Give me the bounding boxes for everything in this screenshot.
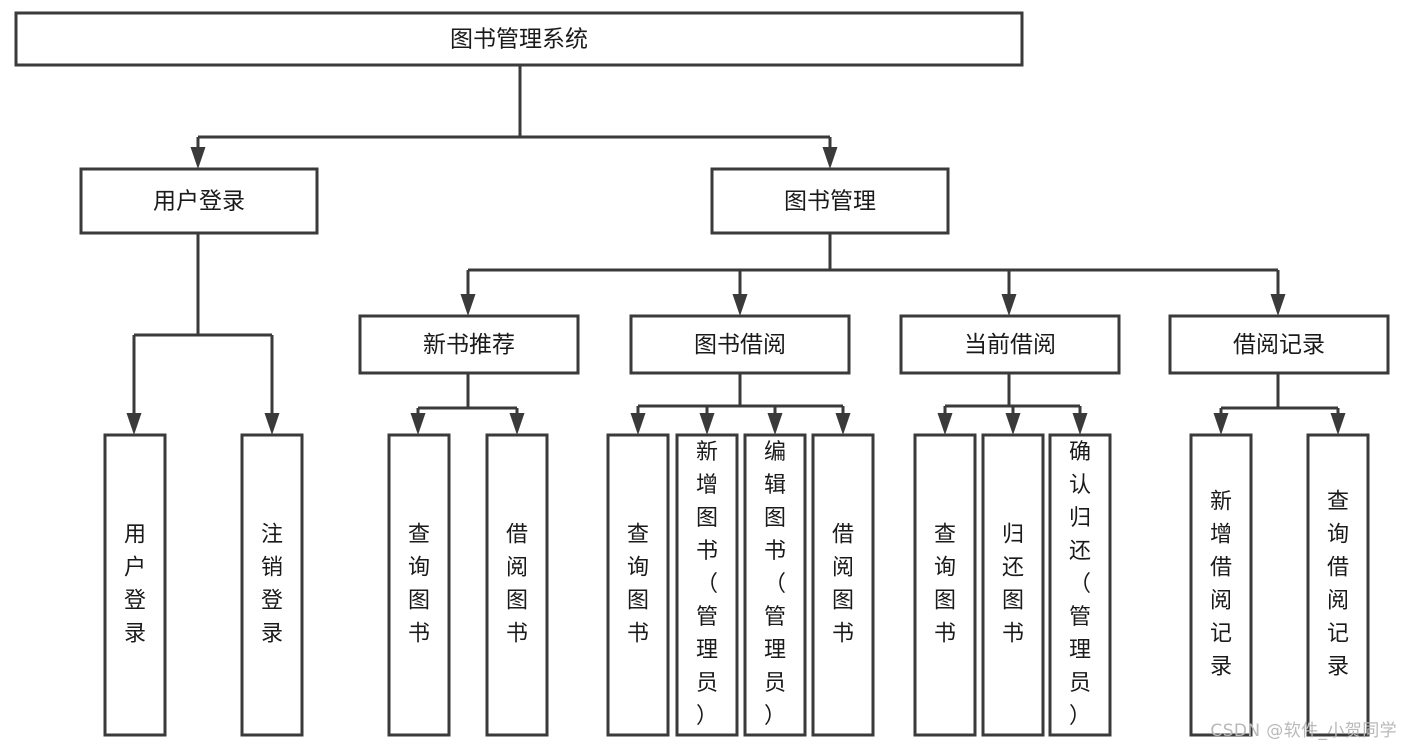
node-label-leaf-query-book-1: 查询图书 (408, 523, 430, 647)
node-label-leaf-borrow-book-2: 借阅图书 (832, 523, 854, 647)
node-box-current-borrow[interactable] (899, 314, 1121, 375)
node-box-leaf-borrow-book-1[interactable] (485, 433, 549, 737)
node-label-current-borrow: 当前借阅 (964, 332, 1056, 358)
node-box-leaf-logout[interactable] (240, 433, 304, 737)
arrow-head-bm-to-current (1001, 294, 1017, 316)
node-new-book-rec[interactable]: 新书推荐 (358, 314, 580, 375)
arrow-head-bb-to-leaf1 (630, 413, 646, 435)
arrow-head-user-login-to-leaf1 (126, 413, 142, 435)
arrow-head-bm-to-borrow (732, 294, 748, 316)
arrow-head-cb-to-leaf2 (1005, 413, 1021, 435)
arrow-head-br-to-leaf2 (1330, 413, 1346, 435)
node-label-leaf-user-login: 用户登录 (124, 523, 146, 647)
arrow-head-root-to-user-login (190, 147, 206, 169)
node-box-borrow-record[interactable] (1168, 314, 1390, 375)
node-box-user-login[interactable] (79, 167, 319, 235)
node-box-leaf-user-login[interactable] (103, 433, 167, 737)
node-box-leaf-borrow-book-2[interactable] (811, 433, 875, 737)
node-box-new-book-rec[interactable] (358, 314, 580, 375)
arrow-head-bb-to-leaf2 (699, 413, 715, 435)
node-leaf-query-book-1[interactable]: 查询图书 (387, 433, 451, 737)
node-box-leaf-query-book-2[interactable] (606, 433, 670, 737)
node-root-title[interactable]: 图书管理系统 (14, 11, 1024, 67)
arrow-head-br-to-leaf1 (1213, 413, 1229, 435)
arrow-head-user-login-to-leaf2 (264, 413, 280, 435)
node-leaf-logout[interactable]: 注销登录 (240, 433, 304, 737)
node-box-leaf-add-book[interactable] (675, 433, 739, 737)
node-label-book-manage: 图书管理 (784, 189, 876, 215)
node-box-leaf-query-book-1[interactable] (387, 433, 451, 737)
nodes-layer: 图书管理系统用户登录图书管理新书推荐图书借阅当前借阅借阅记录用户登录注销登录查询… (14, 11, 1390, 737)
arrow-head-bb-to-leaf4 (835, 413, 851, 435)
node-label-user-login: 用户登录 (153, 189, 245, 215)
node-user-login[interactable]: 用户登录 (79, 167, 319, 235)
connectors-layer (126, 65, 1346, 435)
node-borrow-record[interactable]: 借阅记录 (1168, 314, 1390, 375)
node-label-leaf-confirm-return: 确认归还（管理员） (1069, 440, 1091, 729)
node-book-manage[interactable]: 图书管理 (710, 167, 950, 235)
node-label-new-book-rec: 新书推荐 (423, 332, 515, 358)
node-box-book-borrow[interactable] (629, 314, 851, 375)
arrow-head-root-to-book-manage (822, 147, 838, 169)
node-label-leaf-query-book-3: 查询图书 (934, 523, 956, 647)
node-leaf-user-login[interactable]: 用户登录 (103, 433, 167, 737)
node-label-borrow-record: 借阅记录 (1233, 332, 1325, 358)
node-box-leaf-return-book[interactable] (981, 433, 1045, 737)
node-label-leaf-return-book: 归还图书 (1002, 523, 1024, 647)
arrow-head-bb-to-leaf3 (767, 413, 783, 435)
node-label-leaf-logout: 注销登录 (261, 523, 283, 647)
node-label-leaf-add-book: 新增图书（管理员） (696, 440, 718, 729)
node-current-borrow[interactable]: 当前借阅 (899, 314, 1121, 375)
arrow-head-bm-to-new-book (460, 294, 476, 316)
node-label-leaf-borrow-book-1: 借阅图书 (506, 523, 528, 647)
node-leaf-query-book-2[interactable]: 查询图书 (606, 433, 670, 737)
arrow-head-bm-to-record (1270, 294, 1286, 316)
node-leaf-return-book[interactable]: 归还图书 (981, 433, 1045, 737)
arrow-head-nb-to-leaf1 (410, 413, 426, 435)
node-box-leaf-confirm-return[interactable] (1048, 433, 1112, 737)
arrow-head-cb-to-leaf1 (937, 413, 953, 435)
node-leaf-borrow-book-1[interactable]: 借阅图书 (485, 433, 549, 737)
node-box-leaf-query-record[interactable] (1306, 433, 1370, 737)
arrow-head-cb-to-leaf3 (1072, 413, 1088, 435)
node-leaf-query-record[interactable]: 查询借阅记录 (1306, 433, 1370, 737)
node-box-leaf-query-book-3[interactable] (913, 433, 977, 737)
node-label-leaf-query-book-2: 查询图书 (627, 523, 649, 647)
node-label-root-title: 图书管理系统 (450, 27, 588, 53)
node-label-leaf-add-record: 新增借阅记录 (1210, 490, 1232, 680)
node-leaf-edit-book[interactable]: 编辑图书（管理员） (743, 433, 807, 737)
node-leaf-add-record[interactable]: 新增借阅记录 (1189, 433, 1253, 737)
node-box-root-title[interactable] (14, 11, 1024, 67)
node-box-book-manage[interactable] (710, 167, 950, 235)
node-box-leaf-add-record[interactable] (1189, 433, 1253, 737)
node-box-leaf-edit-book[interactable] (743, 433, 807, 737)
arrow-head-nb-to-leaf2 (509, 413, 525, 435)
node-label-leaf-edit-book: 编辑图书（管理员） (764, 440, 786, 729)
node-leaf-query-book-3[interactable]: 查询图书 (913, 433, 977, 737)
node-leaf-borrow-book-2[interactable]: 借阅图书 (811, 433, 875, 737)
node-leaf-add-book[interactable]: 新增图书（管理员） (675, 433, 739, 737)
node-book-borrow[interactable]: 图书借阅 (629, 314, 851, 375)
node-leaf-confirm-return[interactable]: 确认归还（管理员） (1048, 433, 1112, 737)
node-label-book-borrow: 图书借阅 (694, 332, 786, 358)
node-label-leaf-query-record: 查询借阅记录 (1327, 490, 1349, 680)
